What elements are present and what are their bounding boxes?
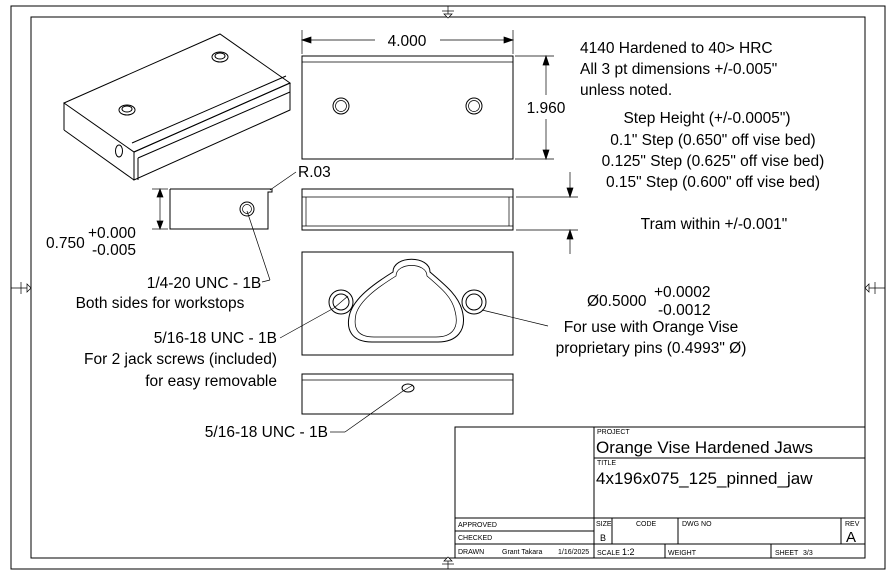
tram-note: Tram within +/-0.001" [641, 216, 788, 233]
leaders [246, 210, 549, 433]
material-note-line-2: All 3 pt dimensions +/-0.005" [580, 61, 777, 78]
height-dimension-label: 1.960 [527, 100, 566, 117]
size-label: SIZE [596, 521, 612, 528]
thickness-dimension [152, 188, 168, 230]
step-note-heading: Step Height (+/-0.0005") [623, 110, 790, 127]
workstop-callout-line-2: Both sides for workstops [76, 295, 245, 312]
radius-label: R.03 [298, 164, 331, 181]
jackscrew-callout-line-3: for easy removable [145, 373, 277, 390]
material-note-line-1: 4140 Hardened to 40> HRC [580, 40, 773, 57]
step-note-3: 0.15" Step (0.600" off vise bed) [606, 174, 820, 191]
step-note-1: 0.1" Step (0.650" off vise bed) [610, 132, 815, 149]
width-dimension [300, 30, 515, 54]
sheet-label: SHEET [775, 550, 799, 557]
pins-callout-line-1: For use with Orange Vise [564, 319, 739, 336]
material-note-line-3: unless noted. [580, 82, 672, 99]
width-dimension-label: 4.000 [388, 33, 427, 50]
height-dimension [515, 54, 554, 161]
pins-callout-line-2: proprietary pins (0.4993" Ø) [556, 340, 747, 357]
bottom-callout: 5/16-18 UNC - 1B [205, 424, 328, 441]
dwg-label: DWG NO [682, 521, 712, 528]
approved-label: APPROVED [458, 522, 497, 529]
bottom-view [301, 251, 514, 356]
weight-label: WEIGHT [668, 550, 697, 557]
thickness-tol-minus-label: -0.005 [92, 242, 136, 259]
radius-leader [269, 171, 297, 191]
workstop-callout-line-1: 1/4-20 UNC - 1B [147, 275, 262, 292]
scale-label: SCALE [597, 550, 620, 557]
centering-marks [11, 6, 885, 569]
pin-dia-label: Ø0.5000 [587, 293, 647, 310]
front-view [301, 188, 514, 231]
pin-tol-plus-label: +0.0002 [654, 284, 710, 301]
sheet-value: 3/3 [803, 550, 813, 557]
drawn-date: 1/16/2025 [558, 549, 589, 556]
project-label: PROJECT [597, 429, 630, 436]
drawing-title: 4x196x075_125_pinned_jaw [596, 469, 813, 488]
rev-label: REV [845, 521, 860, 528]
rev-value: A [846, 529, 856, 546]
pin-tol-minus-label: -0.0012 [658, 302, 711, 319]
title-block [454, 426, 866, 559]
end-view [169, 188, 273, 230]
drawn-by: Grant Takara [502, 549, 542, 556]
jackscrew-callout-line-2: For 2 jack screws (included) [84, 351, 277, 368]
thickness-tol-plus-label: +0.000 [88, 225, 136, 242]
thickness-base-label: 0.750 [46, 235, 85, 252]
drawn-label: DRAWN [458, 549, 484, 556]
top-view [301, 55, 514, 160]
step-note-2: 0.125" Step (0.625" off vise bed) [602, 153, 825, 170]
isometric-view [62, 33, 292, 181]
bottom-side-view [301, 373, 514, 415]
jackscrew-callout-line-1: 5/16-18 UNC - 1B [154, 330, 277, 347]
code-label: CODE [636, 521, 657, 528]
checked-label: CHECKED [458, 535, 492, 542]
scale-value: 1:2 [622, 547, 635, 557]
step-dimension [516, 172, 578, 254]
size-value: B [600, 533, 606, 543]
project-name: Orange Vise Hardened Jaws [596, 438, 813, 457]
title-label: TITLE [597, 460, 616, 467]
